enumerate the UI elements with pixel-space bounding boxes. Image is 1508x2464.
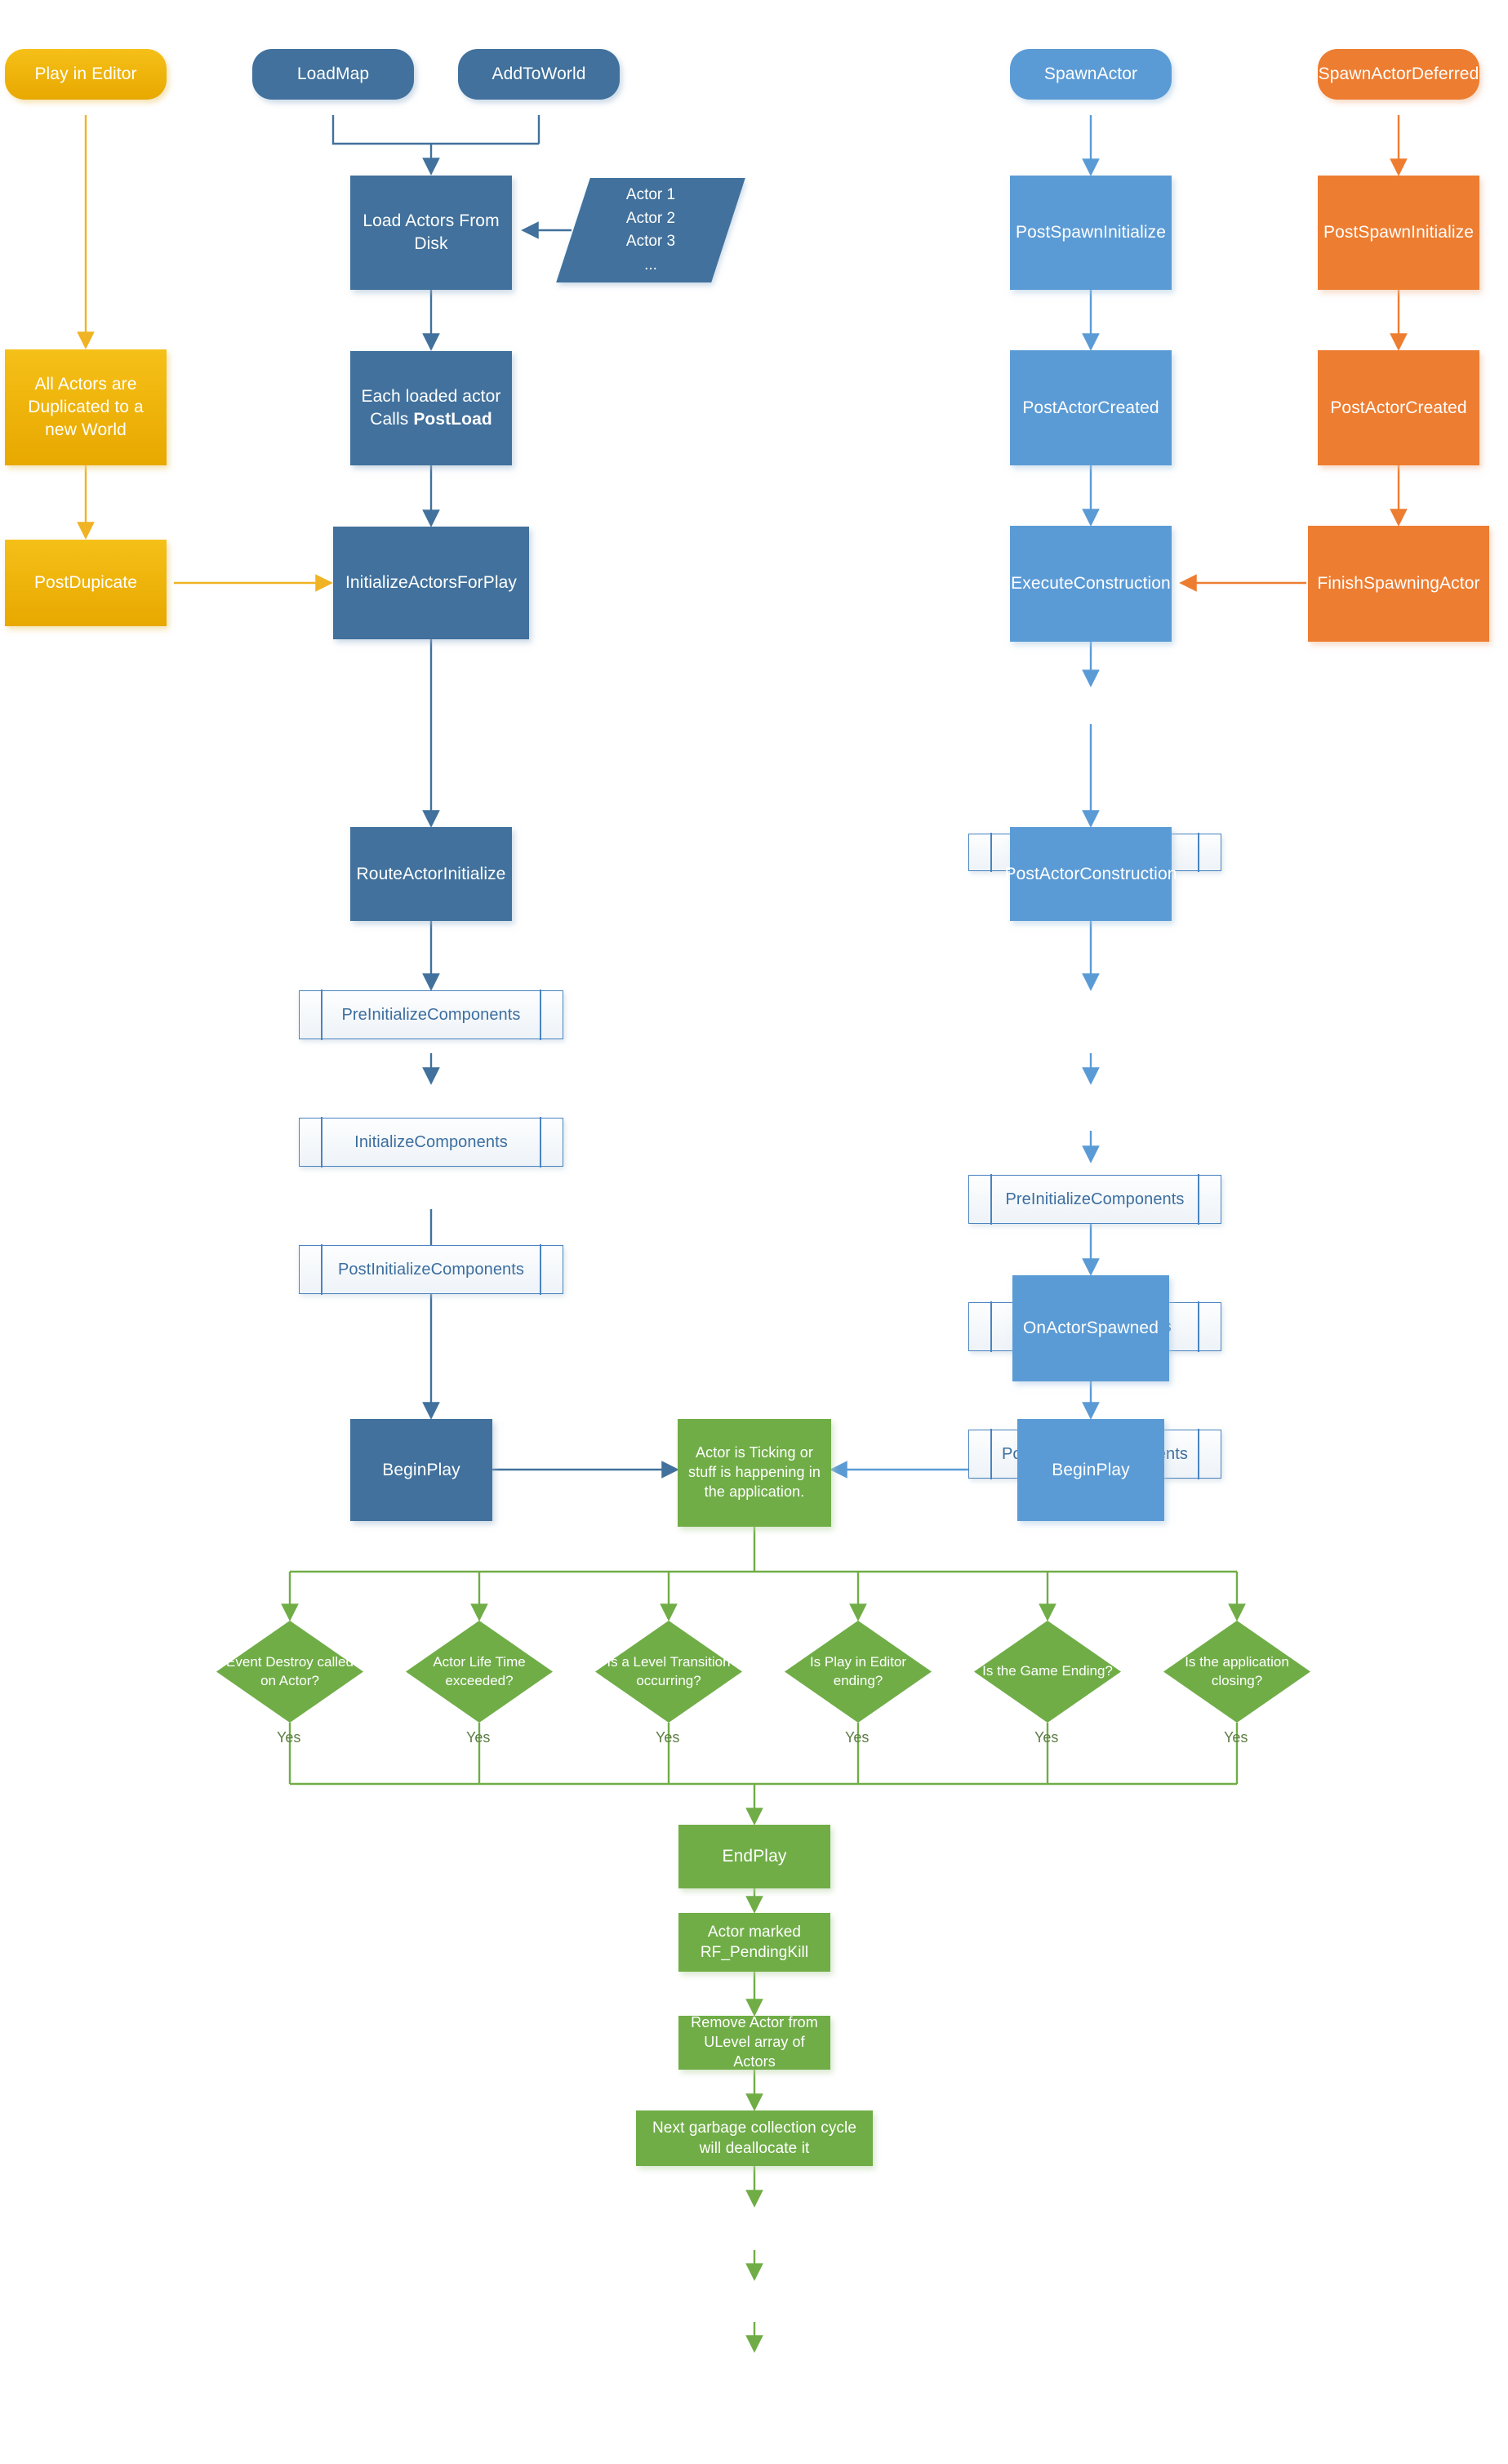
- decision-actor-life-time-exceeded[interactable]: Actor Life Time exceeded?: [406, 1621, 553, 1723]
- process-begin-play-right[interactable]: BeginPlay: [1017, 1419, 1164, 1521]
- node-label: PreInitializeComponents: [341, 1005, 521, 1024]
- node-label: OnActorSpawned: [1023, 1319, 1159, 1338]
- node-label: InitializeComponents: [354, 1132, 508, 1151]
- node-label: Each loaded actor Calls PostLoad: [357, 385, 505, 430]
- edge-label-yes-2: Yes: [466, 1729, 491, 1746]
- process-finish-spawning-actor[interactable]: FinishSpawningActor: [1308, 526, 1489, 642]
- process-each-loaded-actor-postload[interactable]: Each loaded actor Calls PostLoad: [350, 351, 512, 465]
- edge-label-yes-3: Yes: [656, 1729, 680, 1746]
- node-label: PostActorCreated: [1330, 398, 1467, 417]
- node-label: AddToWorld: [492, 64, 586, 84]
- process-execute-construction[interactable]: ExecuteConstruction: [1010, 526, 1172, 642]
- decision-event-destroy-called-on-actor[interactable]: Event Destroy called on Actor?: [216, 1621, 363, 1723]
- terminator-spawn-actor[interactable]: SpawnActor: [1010, 49, 1172, 100]
- edge-label-yes-5: Yes: [1034, 1729, 1059, 1746]
- actor-list-item: Actor 3: [625, 233, 676, 250]
- process-post-dupicate[interactable]: PostDupicate: [5, 540, 167, 626]
- node-label: PostActorConstruction: [1004, 864, 1177, 883]
- node-label: Next garbage collection cycle will deall…: [652, 2119, 857, 2157]
- node-label: Actor marked RF_PendingKill: [700, 1923, 809, 1961]
- data-actor-list: Actor 1 Actor 2 Actor 3 ...: [556, 178, 745, 282]
- decision-is-the-application-closing[interactable]: Is the application closing?: [1163, 1621, 1310, 1723]
- process-begin-play-left[interactable]: BeginPlay: [350, 1419, 492, 1521]
- edge-label-yes-6: Yes: [1224, 1729, 1248, 1746]
- process-post-actor-created-orange[interactable]: PostActorCreated: [1318, 350, 1479, 465]
- actor-list-item: Actor 2: [625, 209, 676, 227]
- predefined-post-initialize-components-left[interactable]: PostInitializeComponents: [299, 1244, 563, 1295]
- postload-bold: PostLoad: [413, 410, 492, 429]
- decision-is-the-game-ending[interactable]: Is the Game Ending?: [974, 1621, 1121, 1723]
- decision-is-play-in-editor-ending[interactable]: Is Play in Editor ending?: [785, 1621, 932, 1723]
- predefined-pre-initialize-components-left[interactable]: PreInitializeComponents: [299, 990, 563, 1040]
- process-load-actors-from-disk[interactable]: Load Actors From Disk: [350, 176, 512, 290]
- actor-list-labels: Actor 1 Actor 2 Actor 3 ...: [573, 178, 728, 282]
- decision-label: Event Destroy called on Actor?: [226, 1653, 354, 1688]
- node-label: FinishSpawningActor: [1317, 574, 1480, 594]
- decision-label: Is a Level Transition occurring?: [607, 1653, 731, 1688]
- node-label: BeginPlay: [1052, 1460, 1130, 1479]
- process-post-spawn-initialize-orange[interactable]: PostSpawnInitialize: [1318, 176, 1479, 290]
- node-label: Actor is Ticking or stuff is happening i…: [688, 1444, 821, 1500]
- edge-label-yes-4: Yes: [845, 1729, 870, 1746]
- node-label: PreInitializeComponents: [1005, 1190, 1185, 1208]
- process-actor-is-ticking[interactable]: Actor is Ticking or stuff is happening i…: [678, 1419, 831, 1527]
- node-label: RouteActorInitialize: [356, 864, 506, 883]
- node-label: BeginPlay: [382, 1460, 460, 1479]
- edge-label-yes-1: Yes: [277, 1729, 301, 1746]
- node-label: PostDupicate: [33, 573, 138, 593]
- node-label: SpawnActor: [1043, 64, 1138, 84]
- node-label: Remove Actor from ULevel array of Actors: [691, 2014, 818, 2070]
- terminator-spawn-actor-deferred[interactable]: SpawnActorDeferred: [1318, 49, 1479, 100]
- process-remove-actor-from-ulevel[interactable]: Remove Actor from ULevel array of Actors: [678, 2014, 830, 2070]
- process-post-actor-created-blue[interactable]: PostActorCreated: [1010, 350, 1172, 465]
- process-all-actors-duplicated[interactable]: All Actors are Duplicated to a new World: [5, 349, 167, 465]
- actor-list-item: ...: [644, 256, 657, 274]
- decision-label: Is Play in Editor ending?: [809, 1653, 907, 1688]
- postload-prefix: Each loaded actor Calls: [361, 387, 501, 429]
- predefined-pre-initialize-components-right[interactable]: PreInitializeComponents: [968, 1174, 1221, 1225]
- node-label: Load Actors From Disk: [363, 211, 500, 253]
- node-label: ExecuteConstruction: [1011, 574, 1171, 594]
- node-label: InitializeActorsForPlay: [345, 573, 518, 593]
- process-end-play[interactable]: EndPlay: [678, 1825, 830, 1888]
- process-actor-marked-pendingkill[interactable]: Actor marked RF_PendingKill: [678, 1913, 830, 1972]
- process-post-spawn-initialize-blue[interactable]: PostSpawnInitialize: [1010, 176, 1172, 290]
- node-label: PostInitializeComponents: [337, 1260, 525, 1279]
- decision-label: Is the application closing?: [1185, 1653, 1289, 1688]
- actor-list-item: Actor 1: [625, 186, 676, 203]
- node-label: PostSpawnInitialize: [1016, 223, 1166, 242]
- process-on-actor-spawned[interactable]: OnActorSpawned: [1012, 1275, 1169, 1381]
- terminator-play-in-editor[interactable]: Play in Editor: [5, 49, 167, 100]
- process-route-actor-initialize[interactable]: RouteActorInitialize: [350, 827, 512, 921]
- terminator-load-map[interactable]: LoadMap: [252, 49, 414, 100]
- node-label: SpawnActorDeferred: [1318, 64, 1479, 84]
- process-initialize-actors-for-play[interactable]: InitializeActorsForPlay: [333, 527, 529, 639]
- node-label: Play in Editor: [34, 64, 137, 84]
- node-label: LoadMap: [296, 64, 370, 84]
- process-post-actor-construction[interactable]: PostActorConstruction: [1004, 827, 1177, 921]
- decision-is-a-level-transition-occurring[interactable]: Is a Level Transition occurring?: [595, 1621, 742, 1723]
- decision-label: Actor Life Time exceeded?: [433, 1653, 526, 1688]
- node-label: PostActorCreated: [1022, 398, 1159, 417]
- node-label: EndPlay: [722, 1847, 787, 1866]
- process-next-gc-cycle[interactable]: Next garbage collection cycle will deall…: [636, 2110, 873, 2166]
- node-label: PostSpawnInitialize: [1323, 223, 1474, 242]
- decision-label: Is the Game Ending?: [982, 1663, 1113, 1679]
- node-label: All Actors are Duplicated to a new World: [28, 375, 144, 439]
- predefined-initialize-components-left[interactable]: InitializeComponents: [299, 1117, 563, 1168]
- terminator-add-to-world[interactable]: AddToWorld: [458, 49, 620, 100]
